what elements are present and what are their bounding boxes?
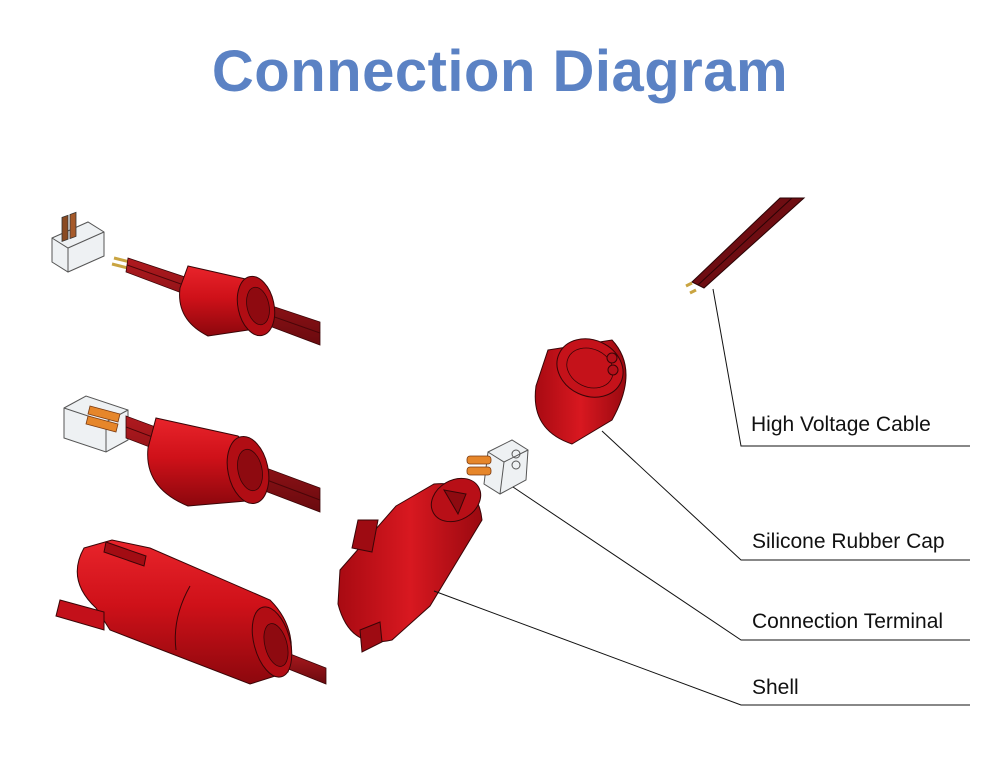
leader-silicone-rubber-cap [601,430,970,561]
terminal-block-attached [63,395,129,453]
terminal-block-clear [51,211,105,273]
assembly-step-2 [63,395,321,513]
label-silicone-rubber-cap: Silicone Rubber Cap [752,530,945,553]
exploded-view [337,197,806,653]
connection-terminal-part [466,439,529,495]
high-voltage-cable-part [685,197,806,295]
page-title: Connection Diagram [211,39,789,104]
silicone-rubber-cap-part [534,338,627,445]
red-cylinder-cap [179,265,276,337]
label-connection-terminal: Connection Terminal [752,610,944,633]
assembled-shell [55,539,293,685]
leader-high-voltage-cable [712,288,970,447]
leader-connection-terminal [512,486,970,641]
red-cylinder-cap [147,417,270,507]
assembly-step-1 [51,211,321,346]
label-high-voltage-cable: High Voltage Cable [751,413,931,436]
leader-lines [433,288,970,706]
assembly-step-3 [55,539,327,685]
shell-part [337,477,483,653]
label-shell: Shell [752,676,799,699]
leader-shell [433,590,970,706]
